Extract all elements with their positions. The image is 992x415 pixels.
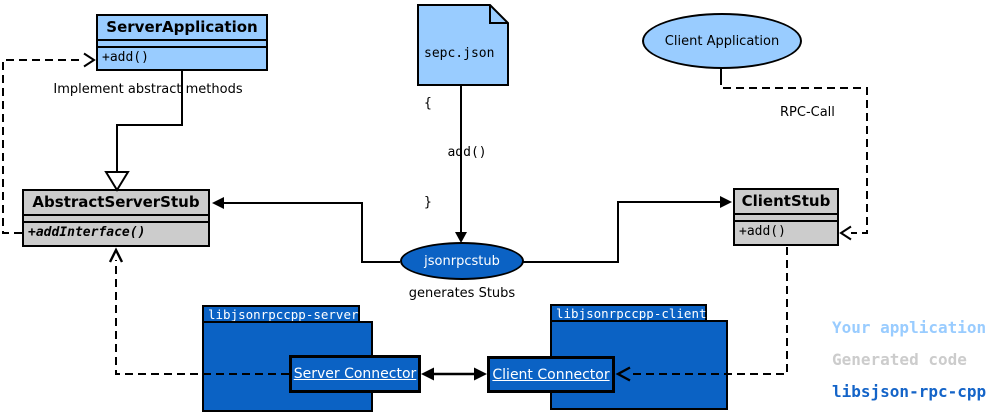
class-method: +add() bbox=[739, 224, 786, 239]
node-label: jsonrpcstub bbox=[424, 253, 500, 269]
legend-libjson-rpc-cpp: libsjson-rpc-cpp bbox=[832, 382, 987, 401]
node-label: Client Connector bbox=[492, 366, 610, 383]
note-line: } bbox=[424, 194, 432, 210]
class-method: +addInterface() bbox=[28, 225, 146, 240]
note-line: sepc.json bbox=[424, 46, 495, 61]
node-server-connector: Server Connector bbox=[289, 355, 421, 393]
node-client-application: Client Application bbox=[642, 13, 802, 69]
note-line: { bbox=[424, 95, 432, 111]
class-server-application: ServerApplication +add() bbox=[96, 14, 268, 71]
class-attributes-compartment bbox=[735, 215, 837, 222]
node-label: Server Connector bbox=[293, 366, 417, 382]
legend-your-application: Your application bbox=[832, 318, 987, 337]
note-folded-corner bbox=[489, 5, 508, 24]
package-server-tab: libjsonrpccpp-server bbox=[202, 305, 360, 322]
class-attributes-compartment bbox=[24, 216, 208, 223]
annotation-generates-stubs: generates Stubs bbox=[408, 286, 516, 301]
class-client-stub: ClientStub +add() bbox=[733, 188, 839, 246]
note-line: add() bbox=[424, 145, 487, 160]
annotation-rpc-call: RPC-Call bbox=[780, 105, 835, 120]
node-client-connector: Client Connector bbox=[487, 356, 615, 393]
class-abstract-server-stub: AbstractServerStub +addInterface() bbox=[22, 189, 210, 247]
class-method: +add() bbox=[102, 50, 149, 65]
node-jsonrpcstub: jsonrpcstub bbox=[400, 242, 524, 280]
package-client-tab: libjsonrpccpp-client bbox=[550, 304, 707, 321]
class-title: ServerApplication bbox=[98, 16, 266, 41]
node-label: Client Application bbox=[664, 33, 780, 49]
spec-file-note: sepc.json { add() } bbox=[424, 13, 494, 244]
class-attributes-compartment bbox=[98, 41, 266, 48]
spec-file-note-shape bbox=[417, 4, 509, 86]
class-title: ClientStub bbox=[735, 190, 837, 215]
class-title: AbstractServerStub bbox=[24, 191, 208, 216]
annotation-implement-abstract-methods: Implement abstract methods bbox=[53, 82, 243, 97]
legend-generated-code: Generated code bbox=[832, 350, 967, 369]
